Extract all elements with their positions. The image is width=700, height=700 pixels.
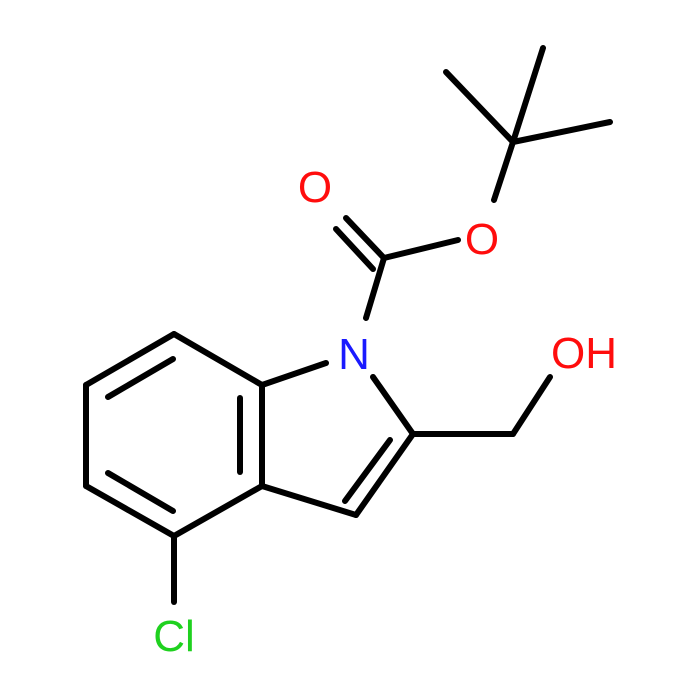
tert-butyl-group: [443, 45, 613, 203]
atom-label-hydroxyl: OH: [551, 329, 617, 378]
bond-c7a-c7: [171, 331, 265, 388]
atom-label-chlorine: Cl: [153, 612, 195, 661]
indole-ring: [83, 331, 416, 539]
bond-c3-c3a: [259, 483, 359, 518]
atom-label-nitrogen: N: [338, 330, 370, 379]
bond-c5-c4-inner: [105, 470, 176, 514]
atom-label-carbonyl-oxygen: O: [298, 163, 332, 212]
bond-n-c2: [370, 374, 416, 437]
bond-c4-c3a: [171, 483, 265, 539]
bond-tbu-to-ester-oxygen: [491, 139, 516, 203]
bond-tbu-methyl-top: [510, 45, 546, 145]
substituent-bonds: [171, 374, 553, 605]
bond-ch2-hydroxyl: [510, 374, 553, 437]
bond-carbonyl-to-nitrogen: [363, 255, 387, 321]
bond-c2-c3-inner: [342, 437, 393, 504]
bond-tbu-methyl-right: [510, 119, 613, 145]
bond-n-c7a: [259, 360, 329, 388]
bond-tbu-methyl-left: [443, 69, 516, 145]
bond-carbonyl-double-b: [333, 226, 376, 272]
bond-c5-c4: [83, 483, 177, 539]
bond-carbonyl-double-a: [343, 215, 387, 261]
bond-c7-c6-inner: [105, 356, 176, 400]
bond-c2-c3: [353, 431, 416, 518]
atom-label-ester-oxygen: O: [465, 215, 499, 264]
bond-carbonyl-to-ester-oxygen: [381, 237, 461, 261]
bond-c7-c6: [83, 331, 177, 388]
carbamate-group: [333, 215, 461, 321]
